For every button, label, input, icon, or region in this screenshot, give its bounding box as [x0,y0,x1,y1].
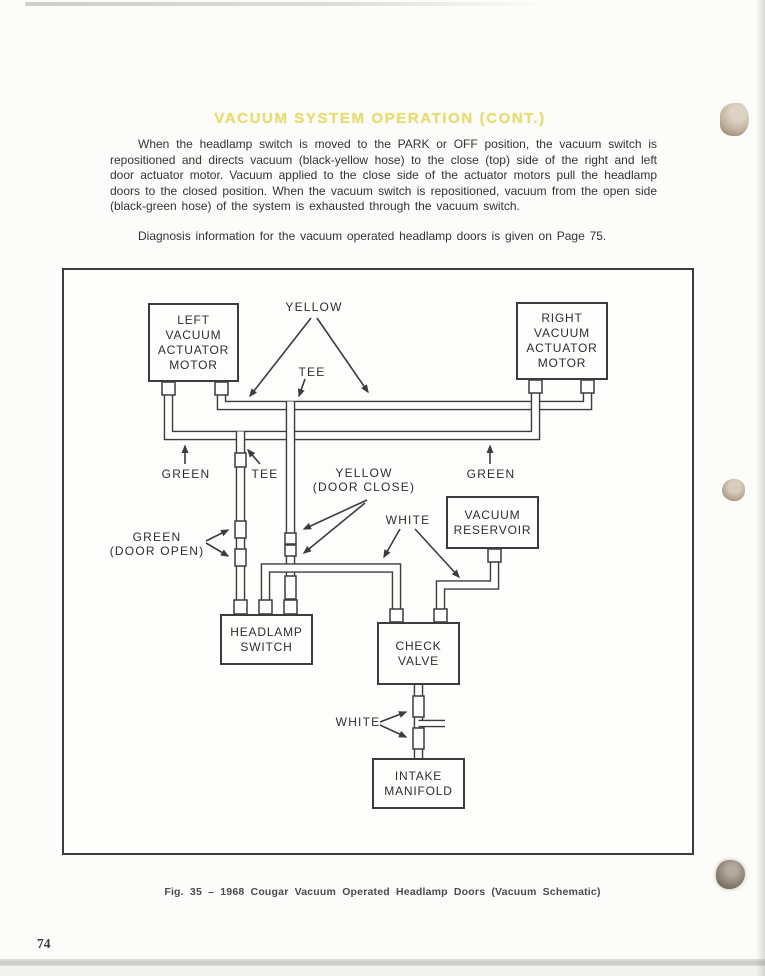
arrow-green-door-open-2 [205,542,230,557]
intake-manifold-box: INTAKE MANIFOLD [372,758,465,809]
page-edge-shadow [756,0,765,976]
label-white-upper: WHITE [385,513,431,527]
arrow-yellow-door-close-2 [302,502,366,554]
hose-white-switch-to-checkvalve [260,563,402,624]
arrow-green-door-open-1 [205,529,230,542]
page-number: 74 [37,936,51,951]
arrow-tee-top [298,378,306,398]
headlamp-switch-box: HEADLAMP SWITCH [220,614,313,665]
arrow-tee-lower [247,448,261,465]
arrow-yellow-door-close-1 [302,499,368,530]
scan-band-bottom [0,959,765,966]
binder-hole-mark-middle [722,479,745,501]
body-paragraph-2: Diagnosis information for the vacuum ope… [138,229,607,243]
label-tee-top: TEE [298,365,326,379]
label-white-lower: WHITE [335,715,381,729]
section-title: VACUUM SYSTEM OPERATION (CONT.) [214,110,546,127]
label-green-left: GREEN [161,467,211,481]
hose-green-main [163,380,541,441]
callout-arrows [181,317,494,738]
left-vacuum-actuator-motor-box: LEFT VACUUM ACTUATOR MOTOR [148,303,239,382]
hose-couplings [161,379,595,750]
vacuum-reservoir-box: VACUUM RESERVOIR [446,496,539,549]
vacuum-schematic-drawing [161,317,595,760]
label-yellow-top: YELLOW [285,300,343,314]
hose-white-reservoir-to-checkvalve [435,549,500,624]
label-green-right: GREEN [466,467,516,481]
arrow-white-lower-1 [379,711,408,723]
arrow-white-lower-2 [379,724,408,738]
label-yellow-door-close: YELLOW (DOOR CLOSE) [312,466,416,494]
scan-strip-bottom [0,966,765,976]
scan-streak-top [25,2,545,6]
check-valve-box: CHECK VALVE [377,622,460,685]
arrow-white-upper-2 [414,528,461,579]
vacuum-schematic-frame: LEFT VACUUM ACTUATOR MOTOR RIGHT VACUUM … [62,268,694,855]
right-vacuum-actuator-motor-box: RIGHT VACUUM ACTUATOR MOTOR [516,302,608,380]
arrow-yellow-left [249,317,312,398]
body-paragraph-1: When the headlamp switch is moved to the… [110,137,657,214]
binder-hole-mark-top [720,103,749,136]
binder-hole-mark-bottom [716,860,745,889]
arrow-white-upper-1 [383,528,401,559]
figure-caption: Fig. 35 – 1968 Cougar Vacuum Operated He… [164,886,601,898]
label-tee-lower: TEE [251,467,279,481]
label-green-door-open: GREEN (DOOR OPEN) [109,530,205,558]
arrow-yellow-right [316,317,369,394]
